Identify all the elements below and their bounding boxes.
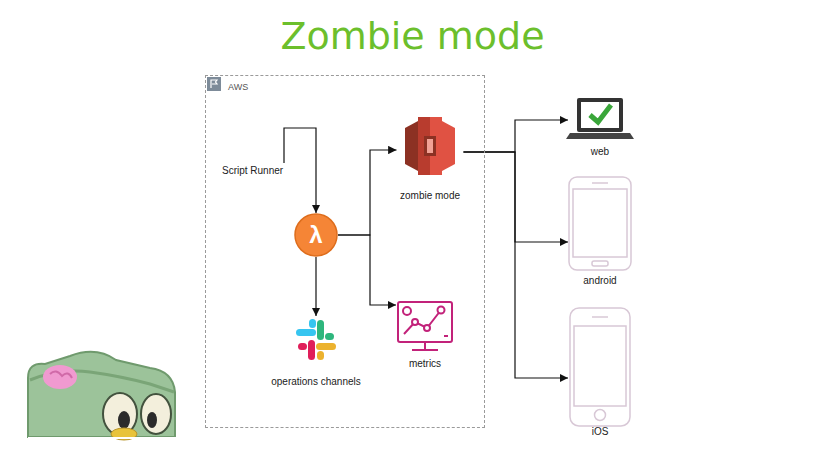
icon-node: Script Runner [222,165,290,179]
icon-node: iOS [568,306,632,438]
lambda-node: λ [294,213,338,257]
node-label: metrics [409,358,441,370]
aws-flag-icon [207,77,221,91]
icon-node: web [568,96,632,158]
icon-node: operations channels [268,316,364,388]
node-label: android [583,275,616,287]
node-label: zombie mode [400,190,460,202]
owl-illustration [28,352,176,440]
node-label: operations channels [271,376,361,388]
icon-node: zombie mode [397,115,464,202]
node-label: iOS [592,426,609,438]
metrics-icon [398,302,452,350]
lambda-symbol: λ [309,221,322,250]
connector-arrow [315,257,316,316]
android-phone-icon [569,177,631,270]
connector-arrow [338,150,397,235]
connector-arrow [284,128,316,213]
laptop-icon [566,98,634,139]
node-label: web [591,146,609,158]
slack-icon [296,319,336,360]
group-box: AWS Script Runner λ zombie mode operations c… [205,75,485,428]
connector-arrow [464,152,569,242]
icon-node: android [568,175,632,287]
s3-icon [405,117,455,175]
group-label: AWS [228,82,484,93]
iphone-icon [570,308,630,426]
node-label: Script Runner [222,165,290,177]
diagram-title: Zombie mode [0,14,825,58]
connector-arrow [338,235,396,305]
connector-arrow [464,120,569,152]
icon-node: metrics [396,297,454,370]
connector-arrow [464,152,569,378]
lambda-icon [295,214,337,256]
